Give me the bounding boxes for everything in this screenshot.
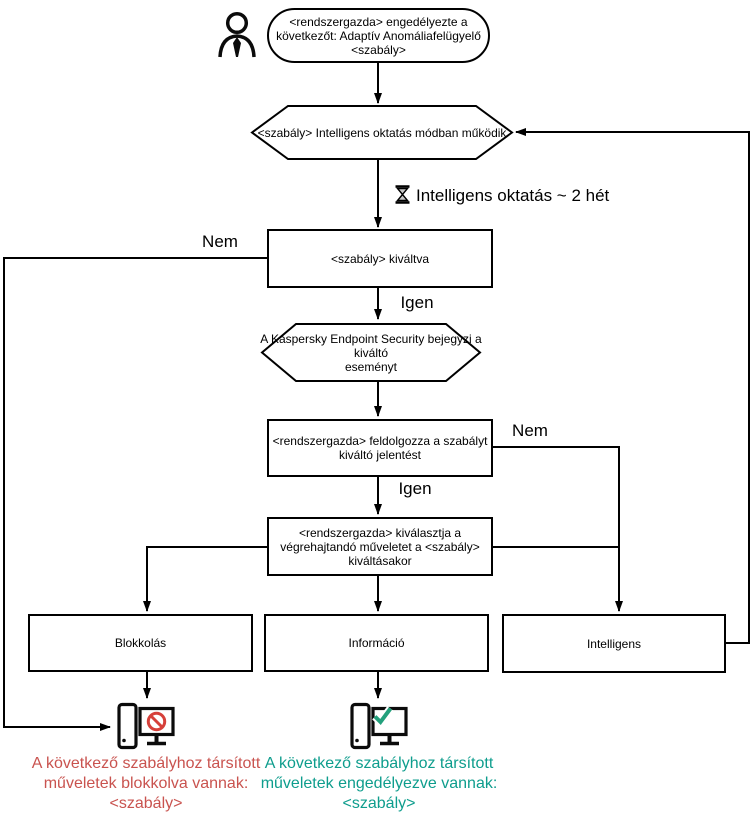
smart-feedback-connector — [515, 128, 750, 644]
node-smart-shape — [502, 614, 726, 673]
node-admin-processes-label: <rendszergazda> feldolgozza a szabályt k… — [272, 434, 488, 462]
prohibition-icon — [146, 711, 167, 732]
edge-label-no-2: Nem — [512, 421, 548, 440]
timer-note: Intelligens oktatás ~ 2 hét — [416, 186, 610, 205]
edge-label-yes-1: Igen — [400, 293, 434, 312]
checkmark-icon — [372, 706, 394, 729]
outcome-allowed-text: A következő szabályhoz társított művelet… — [260, 755, 498, 812]
node-start-label: <rendszergazda> engedélyezte a következő… — [276, 14, 481, 57]
node-training-mode-label: <szabály> Intelligens oktatás módban műk… — [257, 125, 507, 140]
node-block-label: Blokkolás — [114, 636, 167, 650]
hourglass-icon — [395, 185, 410, 204]
computer-allowed-icon — [350, 702, 408, 750]
node-admin-selects-label: <rendszergazda> kiválasztja a végrehajta… — [280, 525, 480, 568]
no-loop-left-connector — [3, 257, 268, 731]
no-right-connector — [492, 446, 623, 612]
node-smart-label: Intelligens — [586, 636, 642, 651]
node-admin-processes-shape — [267, 419, 493, 477]
person-icon — [218, 11, 256, 58]
outcome-blocked-text: A következő szabályhoz társított művelet… — [31, 755, 261, 812]
flow-connectors — [3, 63, 750, 731]
node-admin-selects-shape — [267, 517, 493, 576]
node-info-label: Információ — [348, 636, 405, 650]
node-start-shape — [267, 8, 490, 63]
node-block-shape — [28, 614, 253, 672]
node-training-mode-shape — [250, 105, 514, 160]
node-log-event-shape — [260, 323, 482, 382]
node-log-event-label: A Kaspersky Endpoint Security bejegyzi a… — [260, 331, 482, 374]
node-info-shape — [264, 614, 489, 672]
edge-label-no-1: Nem — [202, 232, 238, 251]
node-rule-triggered-shape — [267, 229, 493, 288]
node-rule-triggered-label: <szabály> kiváltva — [330, 251, 430, 266]
edge-label-yes-2: Igen — [398, 479, 432, 498]
computer-blocked-icon — [117, 702, 175, 750]
